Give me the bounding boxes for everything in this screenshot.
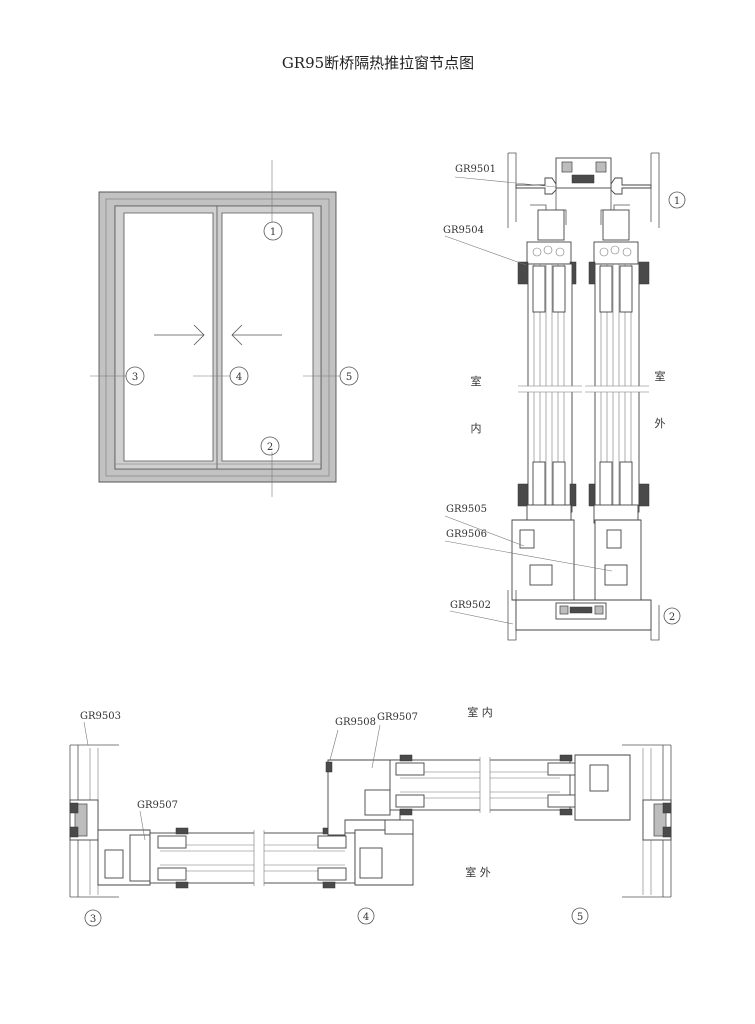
marker-5: 5 [339, 366, 359, 386]
indoor-label-2: 内 [471, 421, 482, 435]
label-gr9506: GR9506 [446, 529, 487, 540]
section-marker-2: 2 [663, 607, 681, 625]
marker-4: 4 [229, 366, 249, 386]
svg-text:3: 3 [90, 914, 96, 925]
slide-right-arrow-icon [154, 324, 205, 346]
label-gr9507-right: GR9507 [377, 712, 418, 723]
page-title: GR95断桥隔热推拉窗节点图 [282, 54, 474, 72]
label-gr9505: GR9505 [446, 504, 487, 515]
outdoor-label-1: 室 [655, 369, 666, 383]
vertical-section: GR9501 GR9504 GR9505 GR9506 GR9502 室 内 室… [443, 152, 686, 641]
svg-text:3: 3 [132, 372, 138, 383]
marker-3: 3 [125, 366, 145, 386]
marker-1: 1 [263, 221, 283, 241]
indoor-label-1: 室 [471, 374, 482, 388]
svg-text:1: 1 [674, 196, 680, 207]
label-gr9508: GR9508 [335, 717, 376, 728]
svg-text:5: 5 [346, 372, 352, 383]
section-marker-1: 1 [668, 191, 686, 209]
label-gr9503: GR9503 [80, 711, 121, 722]
outdoor-label: 室 外 [465, 865, 491, 879]
label-gr9504: GR9504 [443, 225, 484, 236]
marker-2: 2 [260, 436, 280, 456]
label-gr9501: GR9501 [455, 164, 496, 175]
svg-text:2: 2 [267, 442, 273, 453]
section-marker-5: 5 [571, 907, 589, 925]
horizontal-section: GR9503 GR9507 GR9508 GR9507 室 内 室 外 3 4 … [69, 705, 672, 927]
outdoor-label-2: 外 [655, 417, 666, 430]
label-gr9507-left: GR9507 [137, 800, 178, 811]
svg-text:4: 4 [236, 372, 242, 383]
section-marker-4: 4 [357, 907, 375, 925]
svg-text:2: 2 [669, 612, 675, 623]
section-marker-3: 3 [84, 909, 102, 927]
window-elevation: 1 2 3 4 5 [90, 160, 359, 497]
slide-left-arrow-icon [231, 324, 282, 346]
indoor-label: 室 内 [467, 705, 493, 719]
svg-text:1: 1 [270, 227, 276, 238]
label-gr9502: GR9502 [450, 600, 491, 611]
svg-text:5: 5 [577, 912, 583, 923]
svg-text:4: 4 [363, 912, 369, 923]
